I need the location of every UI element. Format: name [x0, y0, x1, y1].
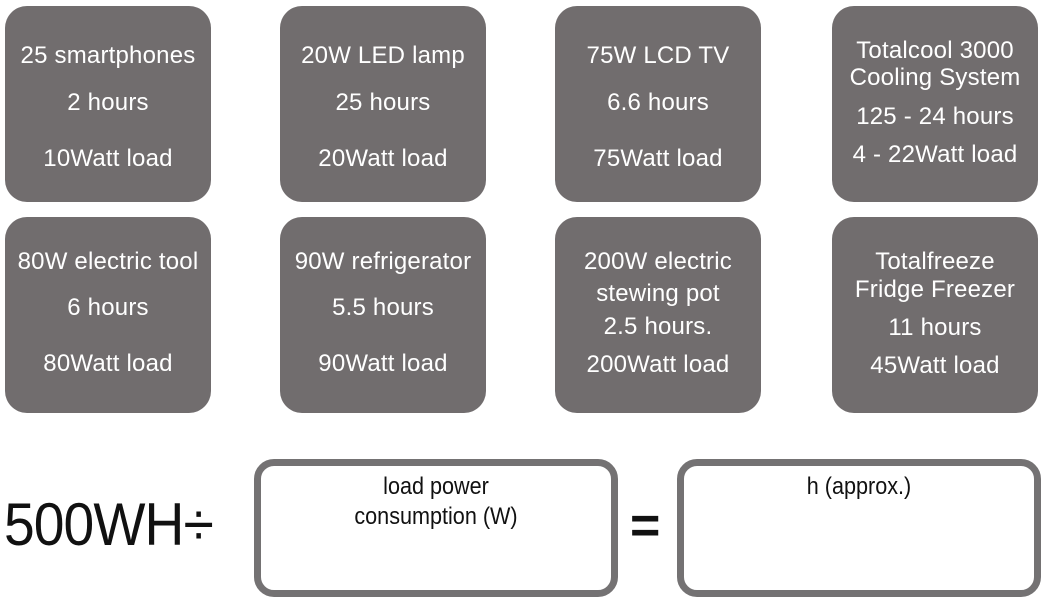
- load-power-label-line2: consumption (W): [354, 503, 518, 530]
- device-card-refrigerator: 90W refrigerator 5.5 hours 90Watt load: [280, 217, 486, 413]
- card-load: 4 - 22Watt load: [852, 141, 1018, 168]
- card-device-name: Totalfreeze: [875, 248, 995, 275]
- card-device-name: 25 smartphones: [20, 42, 196, 69]
- device-card-smartphones: 25 smartphones 2 hours 10Watt load: [5, 6, 211, 202]
- card-device-name-line2: Cooling System: [849, 64, 1021, 91]
- device-card-led-lamp: 20W LED lamp 25 hours 20Watt load: [280, 6, 486, 202]
- card-runtime: 125 - 24 hours: [856, 103, 1014, 130]
- device-card-electric-tool: 80W electric tool 6 hours 80Watt load: [5, 217, 211, 413]
- card-device-name: 200W electric: [584, 248, 732, 275]
- card-load: 45Watt load: [870, 352, 1000, 379]
- card-runtime: 11 hours: [888, 314, 982, 341]
- card-runtime: 2.5 hours.: [603, 313, 713, 340]
- card-device-name: 90W refrigerator: [294, 248, 472, 275]
- equals-sign: =: [630, 497, 661, 555]
- card-device-name: Totalcool 3000: [856, 37, 1014, 64]
- card-device-name: 75W LCD TV: [586, 42, 730, 69]
- hours-approx-label: h (approx.): [806, 473, 912, 500]
- device-card-lcd-tv: 75W LCD TV 6.6 hours 75Watt load: [555, 6, 761, 202]
- card-load: 75Watt load: [593, 145, 723, 172]
- load-power-input-box[interactable]: load power consumption (W): [254, 459, 618, 597]
- load-power-label-line1: load power: [383, 473, 489, 500]
- formula-capacity-divide: 500WH÷: [4, 491, 214, 558]
- card-load: 90Watt load: [318, 350, 448, 377]
- card-device-name-line2: stewing pot: [596, 280, 720, 307]
- card-runtime: 5.5 hours: [332, 294, 434, 321]
- card-runtime: 2 hours: [67, 89, 149, 116]
- card-device-name: 80W electric tool: [17, 248, 199, 275]
- device-card-stewing-pot: 200W electric stewing pot 2.5 hours. 200…: [555, 217, 761, 413]
- device-card-totalfreeze: Totalfreeze Fridge Freezer 11 hours 45Wa…: [832, 217, 1038, 413]
- card-runtime: 6 hours: [67, 294, 149, 321]
- card-runtime: 25 hours: [335, 89, 431, 116]
- card-load: 200Watt load: [586, 351, 730, 378]
- card-device-name: 20W LED lamp: [301, 42, 465, 69]
- card-device-name-line2: Fridge Freezer: [854, 276, 1016, 303]
- card-runtime: 6.6 hours: [607, 89, 709, 116]
- device-card-totalcool-3000: Totalcool 3000 Cooling System 125 - 24 h…: [832, 6, 1038, 202]
- card-load: 20Watt load: [318, 145, 448, 172]
- card-load: 10Watt load: [43, 145, 173, 172]
- hours-result-box[interactable]: h (approx.): [677, 459, 1041, 597]
- card-load: 80Watt load: [43, 350, 173, 377]
